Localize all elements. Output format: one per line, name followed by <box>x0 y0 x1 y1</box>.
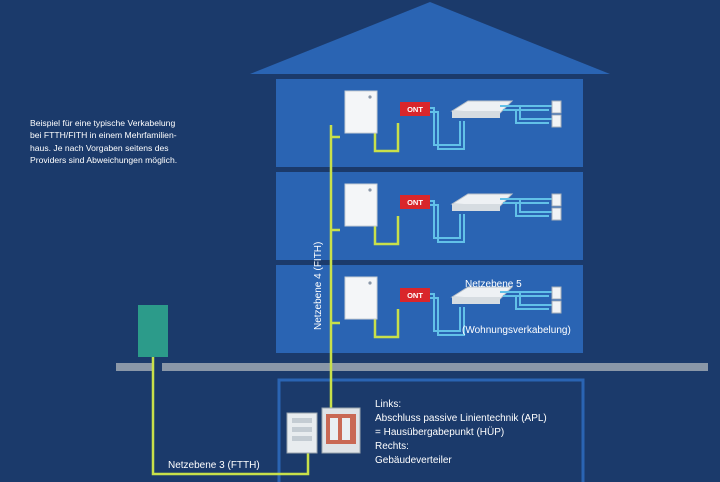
ethernet-cable <box>430 107 461 146</box>
fiber-cable-netzebene-3 <box>151 357 310 476</box>
ont-label: ONT <box>407 291 423 300</box>
floor-equipment: ONT <box>331 90 562 153</box>
ethernet-cable <box>512 291 552 306</box>
ethernet-cable <box>506 202 549 217</box>
ont-label: ONT <box>407 105 423 114</box>
fiber-termination-box <box>344 276 378 320</box>
ont-device <box>400 288 430 302</box>
floor-equipment: ONT <box>331 183 562 246</box>
caption-line: Beispiel für eine typische Verkabelung <box>30 118 176 128</box>
ethernet-cable <box>430 200 461 239</box>
caption-line: haus. Je nach Vorgaben seitens des <box>30 142 169 153</box>
ont-device <box>400 195 430 209</box>
description-caption: Beispiel für eine typische Verkabelung b… <box>30 117 220 166</box>
ethernet-cable <box>512 105 552 120</box>
status-led <box>368 281 372 285</box>
ethernet-cable <box>430 111 465 150</box>
ethernet-cable <box>512 198 552 213</box>
fiber-termination-box <box>344 183 378 227</box>
ethernet-cable <box>506 295 549 310</box>
wall-outlet <box>551 100 562 114</box>
wall-outlet <box>551 300 562 314</box>
switch-front <box>452 111 500 118</box>
basement-line-4: Rechts: <box>375 441 409 452</box>
ground-line <box>162 363 708 371</box>
status-led <box>368 188 372 192</box>
ethernet-cable <box>430 293 461 332</box>
ground-line <box>116 363 154 371</box>
status-led <box>368 95 372 99</box>
caption-line: Providers sind Abweichungen möglich. <box>30 154 178 165</box>
basement-line-3: = Hausübergabepunkt (HÜP) <box>375 426 504 438</box>
basement-line-5: Gebäudeverteiler <box>375 455 452 466</box>
basement-line-1: Links: <box>375 399 401 410</box>
street-cabinet <box>138 305 168 357</box>
wall-outlet <box>551 193 562 207</box>
caption-line: bei FTTH/FITH in einem Mehrfamilien- <box>30 130 177 141</box>
building-distributor <box>286 407 361 454</box>
basement-line-2: Abschluss passive Linientechnik (APL) <box>375 413 547 424</box>
switch-front <box>452 204 500 211</box>
house-roof <box>250 2 610 74</box>
netzebene-3-label: Netzebene 3 (FTTH) <box>168 460 260 471</box>
wall-outlet <box>551 114 562 128</box>
fiber-link <box>373 309 400 339</box>
ethernet-cable <box>430 297 465 336</box>
ont-label: ONT <box>407 198 423 207</box>
fiber-link <box>373 216 400 246</box>
wall-outlet <box>551 286 562 300</box>
wohnungsverkabelung-label: (Wohnungsverkabelung) <box>462 325 571 336</box>
netzebene-5-label: Netzebene 5 <box>465 279 522 290</box>
ethernet-cable <box>430 204 465 243</box>
ont-device <box>400 102 430 116</box>
basement <box>277 378 585 482</box>
wall-outlet <box>551 207 562 221</box>
fiber-termination-box <box>344 90 378 134</box>
ethernet-cable <box>506 109 549 124</box>
switch-front <box>452 297 500 304</box>
netzebene-4-label: Netzebene 4 (FITH) <box>313 242 324 330</box>
fiber-link <box>373 123 400 153</box>
floor-equipment: ONT <box>331 276 562 339</box>
